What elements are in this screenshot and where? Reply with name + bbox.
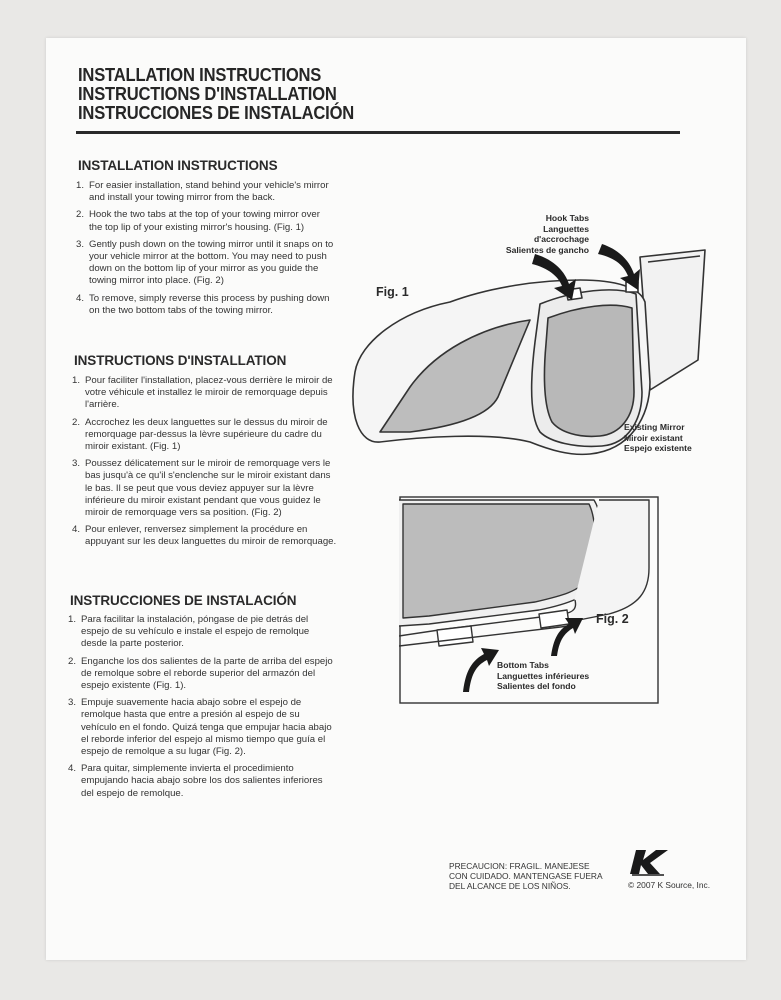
step-item: 2. Accrochez les deux languettes sur le d… bbox=[72, 417, 352, 454]
step-text-line: the top lip of your existing mirror's ho… bbox=[89, 221, 305, 233]
step-text-line: espejo de su vehículo e instale el espej… bbox=[81, 626, 310, 638]
step-number: 3. bbox=[76, 238, 85, 250]
step-item: 4. Para quitar, simplemente invierta el p… bbox=[68, 763, 348, 800]
step-text-line: del espejo de remolque. bbox=[81, 787, 184, 799]
step-text-line: Gently push down on the towing mirror un… bbox=[89, 238, 334, 250]
step-number: 3. bbox=[72, 458, 81, 470]
step-text-line: vehículo en el fondo. Quizá tenga que em… bbox=[81, 721, 332, 733]
step-text-line: le bas. Il se peut que vous deviez appuy… bbox=[85, 482, 314, 494]
step-number: 4. bbox=[76, 292, 85, 304]
title-french: INSTRUCTIONS D'INSTALLATION bbox=[78, 84, 337, 104]
step-text-line: Hook the two tabs at the top of your tow… bbox=[89, 209, 320, 221]
existing-mirror-english: Existing Mirror bbox=[624, 422, 685, 432]
step-text-line: inférieure du miroir existant pendant qu… bbox=[85, 494, 321, 506]
existing-mirror-french: Miroir existant bbox=[624, 432, 683, 443]
step-text-line: towing mirror into place. (Fig. 2) bbox=[89, 275, 224, 287]
bottom-tabs-spanish: Salientes del fondo bbox=[497, 681, 576, 692]
title-spanish: INSTRUCCIONES DE INSTALACIÓN bbox=[78, 103, 355, 123]
section-heading-spanish: INSTRUCCIONES DE INSTALACIÓN bbox=[70, 593, 297, 608]
step-text-line: espejo existente (Fig. 1). bbox=[81, 680, 187, 692]
step-number: 2. bbox=[76, 209, 85, 221]
title-divider bbox=[76, 131, 680, 134]
step-text-line: miroir de remorquage vers sa position. (… bbox=[85, 507, 282, 519]
hook-tabs-french: Languettes d'accrochage bbox=[533, 223, 589, 245]
existing-mirror-spanish: Espejo existente bbox=[624, 443, 692, 454]
step-text-line: Pour faciliter l'installation, placez-vo… bbox=[85, 375, 333, 386]
section-heading-english: INSTALLATION INSTRUCTIONS bbox=[78, 158, 278, 173]
step-item: 3. Empuje suavemente hacia abajo sobre el… bbox=[68, 697, 348, 758]
fig1-label: Fig. 1 bbox=[376, 285, 409, 299]
step-item: 2. Hook the two tabs at the top of your t… bbox=[76, 209, 346, 233]
caution-notice: PRECAUCION: FRAGIL. MANEJESE CON CUIDADO… bbox=[449, 861, 603, 891]
steps-list-spanish: 1. Para facilitar la instalación, póngase… bbox=[68, 614, 348, 805]
step-text-line: To remove, simply reverse this process b… bbox=[89, 292, 330, 304]
bottom-tabs-french: Languettes inférieures bbox=[497, 670, 590, 681]
step-number: 1. bbox=[72, 375, 81, 386]
step-text-line: Enganche los dos salientes de la parte d… bbox=[81, 655, 333, 667]
step-text-line: l'arrière. bbox=[85, 399, 120, 411]
step-text-line: votre véhicule et installez le miroir de… bbox=[85, 387, 328, 399]
step-item: 3. Poussez délicatement sur le miroir de … bbox=[72, 458, 352, 519]
step-text-line: miroir existant. (Fig. 1) bbox=[85, 441, 181, 453]
steps-list-french: 1. Pour faciliter l'installation, placez-… bbox=[72, 375, 352, 554]
step-text-line: For easier installation, stand behind yo… bbox=[89, 180, 329, 191]
step-item: 4. To remove, simply reverse this process… bbox=[76, 293, 346, 317]
step-item: 1. Pour faciliter l'installation, placez-… bbox=[72, 375, 352, 412]
step-item: 2. Enganche los dos salientes de la parte… bbox=[68, 656, 348, 693]
step-number: 3. bbox=[68, 697, 77, 709]
fig2-bottom-tabs-illustration bbox=[399, 496, 659, 704]
steps-list-english: 1. For easier installation, stand behind … bbox=[76, 180, 346, 322]
step-text-line: Para quitar, simplemente invierta el pro… bbox=[81, 763, 294, 775]
copyright-notice: © 2007 K Source, Inc. bbox=[628, 880, 711, 890]
step-text-line: remorquage par-dessus la lèvre supérieur… bbox=[85, 428, 322, 440]
step-number: 4. bbox=[68, 763, 77, 775]
step-number: 2. bbox=[68, 655, 77, 667]
title-english: INSTALLATION INSTRUCTIONS bbox=[78, 65, 322, 85]
fig1-mirror-illustration bbox=[352, 244, 706, 456]
step-number: 4. bbox=[72, 524, 81, 536]
section-heading-french: INSTRUCTIONS D'INSTALLATION bbox=[74, 353, 287, 368]
step-item: 3. Gently push down on the towing mirror … bbox=[76, 239, 346, 288]
step-text-line: Pour enlever, renversez simplement la pr… bbox=[85, 524, 308, 536]
fig2-bottom-tabs-callout: Bottom Tabs Languettes inférieures Salie… bbox=[497, 660, 589, 692]
step-text-line: el reborde inferior del espejo al mismo … bbox=[81, 733, 326, 745]
step-number: 2. bbox=[72, 416, 81, 428]
step-item: 4. Pour enlever, renversez simplement la … bbox=[72, 524, 352, 548]
step-text-line: down on the bottom lip of your mirror as… bbox=[89, 263, 319, 275]
step-text-line: espejo de remolque a su lugar (Fig. 2). bbox=[81, 746, 246, 758]
step-item: 1. For easier installation, stand behind … bbox=[76, 180, 346, 204]
step-text-line: Empuje suavemente hacia abajo sobre el e… bbox=[81, 697, 302, 709]
step-text-line: and install your towing mirror from the … bbox=[89, 192, 276, 204]
fig2-label: Fig. 2 bbox=[596, 612, 629, 626]
step-text-line: appuyant sur les deux languettes du miro… bbox=[85, 536, 337, 548]
caution-line-1: PRECAUCION: FRAGIL. MANEJESE bbox=[449, 861, 590, 871]
step-text-line: de remolque sobre el reborde superior de… bbox=[81, 667, 316, 679]
step-text-line: Para facilitar la instalación, póngase d… bbox=[81, 614, 309, 625]
step-item: 1. Para facilitar la instalación, póngase… bbox=[68, 614, 348, 651]
step-text-line: empujando hacia abajo sobre los dos sali… bbox=[81, 775, 323, 787]
bottom-tabs-english: Bottom Tabs bbox=[497, 660, 549, 670]
step-text-line: bas jusqu'à ce qu'il s'enclenche sur le … bbox=[85, 470, 331, 482]
step-number: 1. bbox=[76, 180, 85, 191]
step-number: 1. bbox=[68, 614, 77, 625]
document-title-block: INSTALLATION INSTRUCTIONS INSTRUCTIONS D… bbox=[78, 66, 378, 123]
fig1-existing-mirror-callout: Existing Mirror Miroir existant Espejo e… bbox=[624, 422, 692, 454]
k-source-logo-icon bbox=[628, 848, 674, 883]
caution-line-2: CON CUIDADO. MANTENGASE FUERA bbox=[449, 871, 603, 881]
caution-line-3: DEL ALCANCE DE LOS NIÑOS. bbox=[449, 881, 571, 891]
step-text-line: your vehicle mirror at the bottom. You m… bbox=[89, 251, 327, 263]
fig1-hook-tabs-callout: Hook Tabs Languettes d'accrochage Salien… bbox=[487, 213, 589, 255]
step-text-line: Accrochez les deux languettes sur le des… bbox=[85, 416, 328, 428]
step-text-line: desde la parte posterior. bbox=[81, 638, 184, 650]
hook-tabs-spanish: Salientes de gancho bbox=[505, 244, 589, 255]
step-text-line: remolque hasta que entre a presión al es… bbox=[81, 709, 300, 721]
step-text-line: on the two bottom tabs of the towing mir… bbox=[89, 304, 273, 316]
hook-tabs-english: Hook Tabs bbox=[545, 213, 589, 223]
step-text-line: Poussez délicatement sur le miroir de re… bbox=[85, 458, 331, 470]
